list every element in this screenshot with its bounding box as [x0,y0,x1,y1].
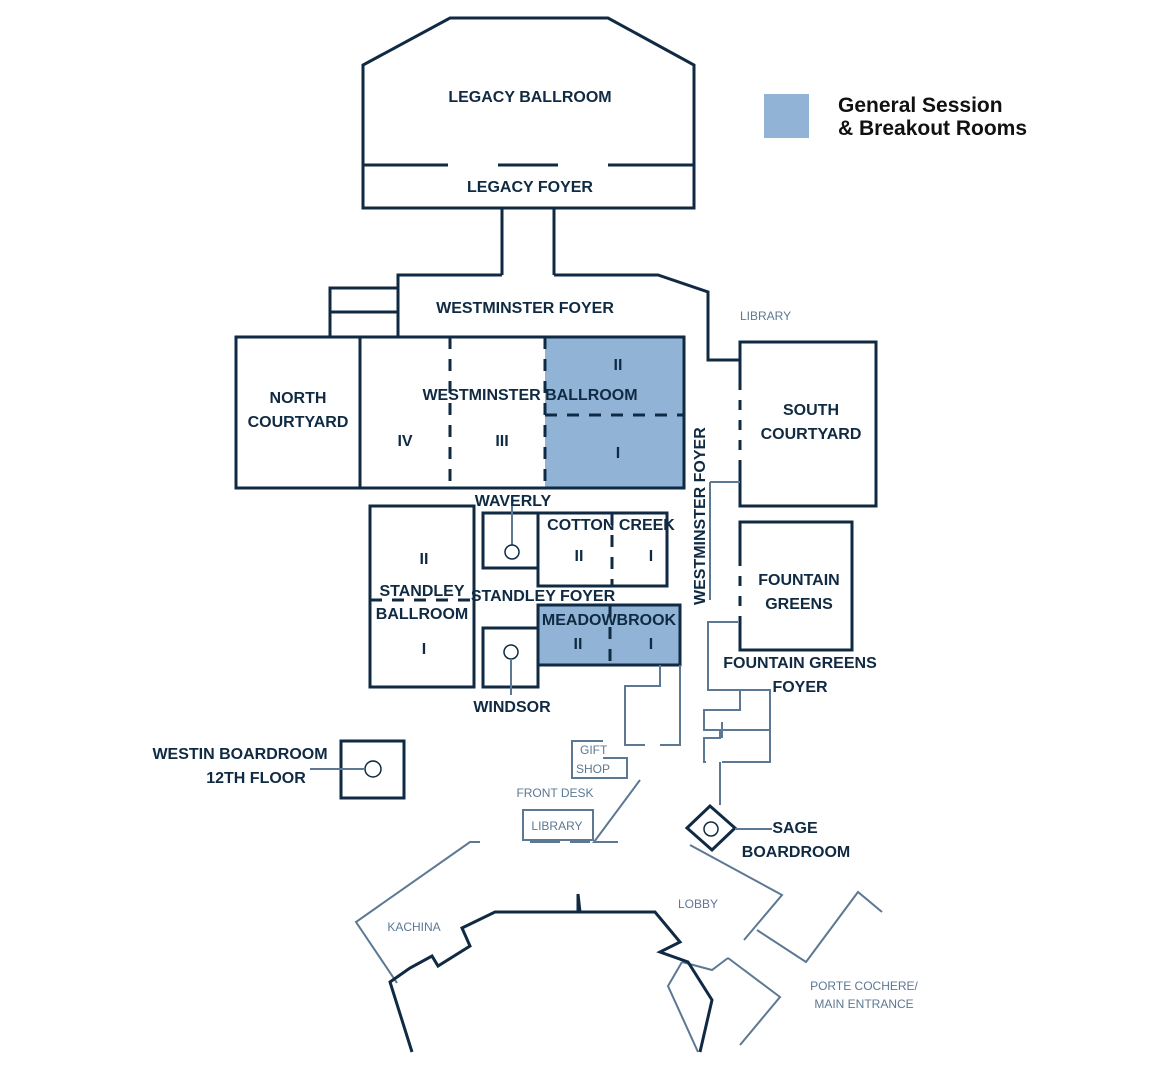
standley-ballroom-i-label: I [422,641,426,658]
meadowbrook-ii-label: II [574,636,583,653]
front-desk-label: FRONT DESK [516,786,593,800]
westminster-ballroom-ii-highlight [545,337,684,415]
cotton-creek-ii-label: II [575,548,584,565]
cotton-creek: COTTON CREEK II I [536,511,675,588]
waverly: WAVERLY [475,493,552,570]
sage-boardroom: SAGE BOARDROOM [684,803,850,861]
legend-line-1: General Session [838,94,1003,117]
meadowbrook-label: MEADOWBROOK [542,612,677,629]
sage-boardroom-label-2: BOARDROOM [742,844,850,861]
south-courtyard-label-1: SOUTH [783,402,839,419]
westminster-ballroom-ii-label: II [614,357,623,374]
gift-shop-label-2: SHOP [576,762,610,776]
kachina-label: KACHINA [387,920,440,934]
sage-boardroom-label-1: SAGE [772,820,818,837]
lobby-walls [666,844,883,1053]
fountain-greens-foyer-label-1: FOUNTAIN GREENS [723,655,877,672]
legacy-ballroom: LEGACY BALLROOM LEGACY FOYER [361,16,696,210]
westin-boardroom-label-2: 12TH FLOOR [206,770,306,787]
fountain-greens-foyer-label-2: FOYER [772,679,828,696]
windsor-label: WINDSOR [473,699,551,716]
westminster-foyer-vertical-label: WESTMINSTER FOYER [692,427,709,605]
windsor: WINDSOR [473,626,551,716]
fountain-greens: FOUNTAIN GREENS [738,520,854,652]
kachina-outer-wall [388,893,714,1053]
westminster-ballroom: WESTMINSTER BALLROOM II I III IV [358,335,686,490]
westminster-ballroom-label: WESTMINSTER BALLROOM [422,387,637,404]
westin-boardroom-marker-icon [364,760,382,778]
south-courtyard-label-2: COURTYARD [761,426,862,443]
standley-ballroom-ii-label: II [420,551,429,568]
westminster-ballroom-i-label: I [616,445,620,462]
westminster-ballroom-iv-label: IV [397,433,412,450]
legend-swatch [764,94,809,138]
westminster-ballroom-iii-label: III [495,433,508,450]
meadowbrook-i-label: I [649,636,653,653]
westminster-foyer-label: WESTMINSTER FOYER [436,300,614,317]
gift-shop: GIFT SHOP [571,740,628,779]
library-bottom-label: LIBRARY [531,819,582,833]
north-courtyard: NORTH COURTYARD [234,335,362,490]
westin-boardroom-label-1: WESTIN BOARDROOM [152,746,327,763]
library-bottom: LIBRARY [522,809,594,841]
standley-ballroom-label-2: BALLROOM [376,606,468,623]
standley-ballroom: II STANDLEY BALLROOM I [368,504,476,689]
legacy-ballroom-label: LEGACY BALLROOM [448,89,611,106]
gift-shop-label-1: GIFT [580,743,608,757]
porte-cochere-label-1: PORTE COCHERE/ [810,979,918,993]
legacy-foyer-label: LEGACY FOYER [467,179,593,196]
windsor-marker-icon [503,644,519,660]
legend-line-2: & Breakout Rooms [838,117,1027,140]
service-corridors [624,621,771,805]
lobby-label: LOBBY [678,897,718,911]
porte-cochere-label-2: MAIN ENTRANCE [814,997,913,1011]
westin-boardroom: WESTIN BOARDROOM 12TH FLOOR [152,739,406,800]
cotton-creek-label: COTTON CREEK [547,517,675,534]
north-courtyard-label-1: NORTH [270,390,327,407]
library-top-label: LIBRARY [740,309,791,323]
fountain-greens-label-1: FOUNTAIN [758,572,839,589]
legend: General Session & Breakout Rooms [764,94,1027,140]
standley-foyer-label: STANDLEY FOYER [471,588,616,605]
waverly-label: WAVERLY [475,493,552,510]
meadowbrook: MEADOWBROOK II I [536,603,682,667]
westminster-ballroom-i-highlight [545,415,684,488]
cotton-creek-i-label: I [649,548,653,565]
fountain-greens-label-2: GREENS [765,596,833,613]
south-courtyard: SOUTH COURTYARD [738,340,878,508]
sage-boardroom-marker-icon [703,821,719,837]
standley-ballroom-label-1: STANDLEY [379,583,464,600]
waverly-marker-icon [504,544,520,560]
north-courtyard-label-2: COURTYARD [248,414,349,431]
